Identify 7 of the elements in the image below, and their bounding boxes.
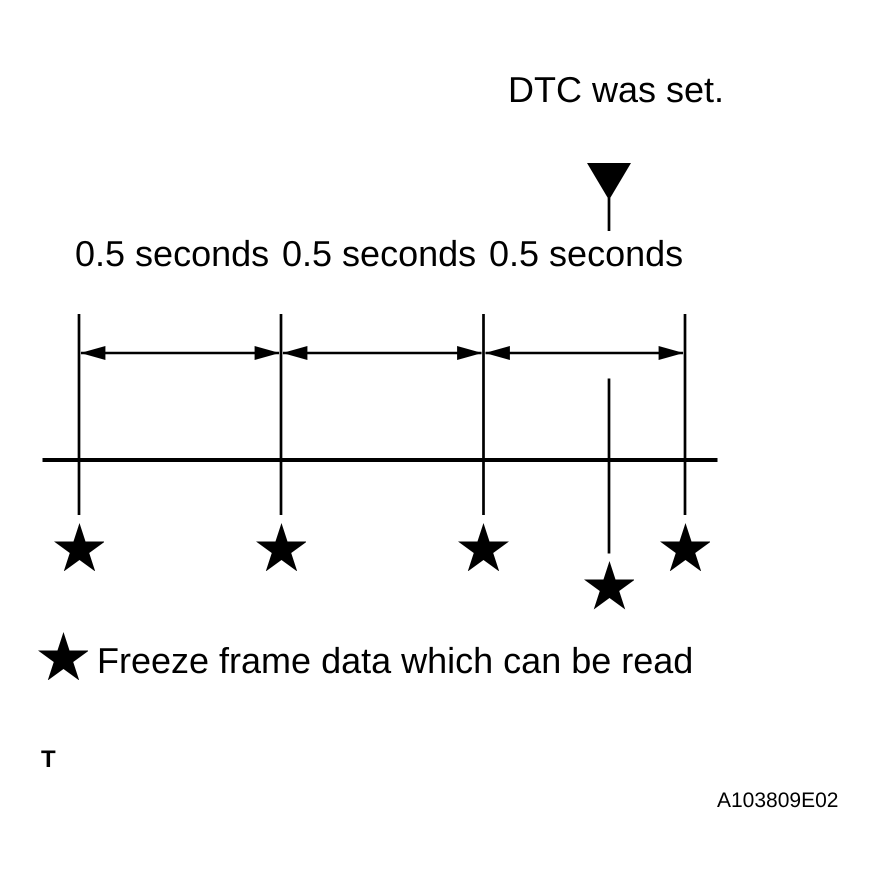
dimension-label: 0.5 seconds — [282, 236, 476, 272]
dimension-label: 0.5 seconds — [489, 236, 684, 272]
section-letter: T — [41, 748, 56, 772]
dimension-label: 0.5 seconds — [75, 236, 270, 272]
figure-code: A103809E02 — [717, 790, 838, 810]
legend-label: Freeze frame data which can be read — [97, 643, 694, 679]
marker-label: DTC was set. — [508, 72, 724, 108]
